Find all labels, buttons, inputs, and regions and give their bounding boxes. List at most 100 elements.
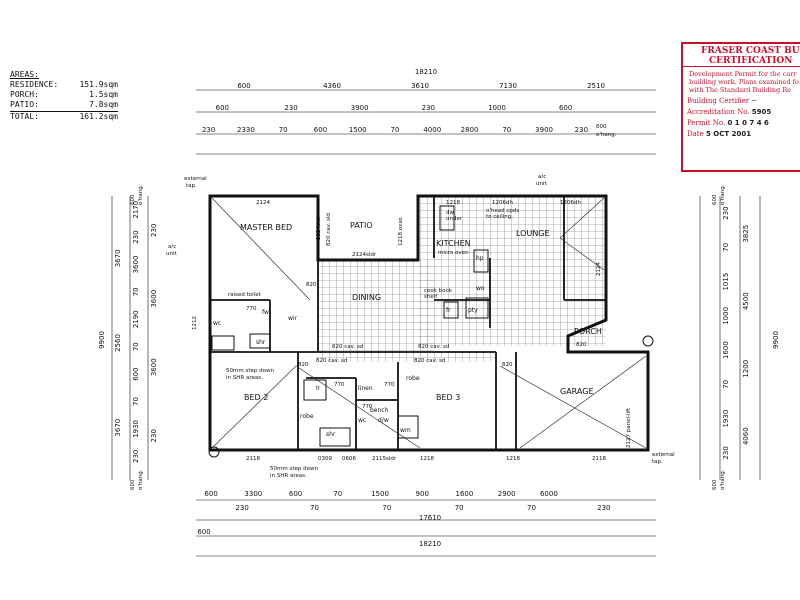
dim-right-r1: 1200 — [742, 360, 750, 378]
dim-bottom-r1: 1500 — [371, 490, 389, 498]
note-dw: dw — [446, 210, 454, 216]
note-cav-4: 820 cav. sd — [414, 358, 445, 364]
fr-label: fr — [446, 307, 451, 314]
dim-bottom-r1: 70 — [333, 490, 342, 498]
note-ext-tap-2: tap. — [186, 183, 197, 189]
roof-lines — [211, 197, 647, 449]
dim-left-r2: 70 — [132, 397, 140, 406]
opening-2124: 2124 — [256, 200, 270, 206]
note-panel-lift: 2127 panel-lift — [626, 407, 632, 448]
dim-right-r2: 1600 — [722, 341, 730, 359]
opening-1218: 1218 — [446, 200, 460, 206]
dim-left-r3: 3600 — [150, 290, 158, 308]
dim-top-r2: 1000 — [488, 104, 506, 112]
dim-left-r2: 600 — [132, 367, 140, 380]
dim-top-r1: 7130 — [499, 82, 517, 90]
dim-left-r2: 230 — [132, 450, 140, 463]
note-raised-toilet: raised toilet — [228, 292, 262, 298]
dim-left-r1: 2560 — [114, 334, 122, 352]
dim-left-r2: 2190 — [132, 310, 140, 328]
opening-2118b: 2118 — [592, 456, 606, 462]
note-ext-tap: external — [184, 176, 207, 182]
dim-left-total: 9900 — [98, 331, 106, 349]
opening-820b: 820 — [576, 342, 587, 348]
dim-bottom-r2: 230 — [597, 504, 610, 512]
note-ohang-br-2: o'hang. — [720, 469, 726, 490]
shr-label: shr — [256, 339, 266, 346]
note-ohead-2: to ceiling. — [486, 214, 513, 220]
dim-top-r3: 70 — [279, 126, 288, 134]
dim-right-r2: 1930 — [722, 410, 730, 428]
wo-label: wo — [476, 285, 485, 292]
opening-820d: 820 — [298, 362, 309, 368]
opening-770d: 770 — [384, 382, 395, 388]
opening-1218c: 1218 — [506, 456, 520, 462]
areas-header: AREAS: — [10, 70, 39, 79]
note-step-2b: in SHR areas. — [270, 473, 307, 479]
dim-top-r3: 230 — [202, 126, 215, 134]
wir-label: wir — [288, 315, 298, 322]
opening-0309: 0309 — [318, 456, 332, 462]
note-dw-2: under — [446, 216, 463, 222]
dim-bottom-r1: 600 — [204, 490, 217, 498]
wm-label: wm — [400, 427, 411, 434]
dim-top-total: 18210 — [415, 68, 437, 76]
dw-label: d/w — [378, 417, 389, 424]
cert-permit-no: 0 1 0 7 4 6 — [727, 119, 769, 127]
dim-top-r1: 2510 — [587, 82, 605, 90]
dim-bottom-r2: 70 — [382, 504, 391, 512]
dim-right-r1: 4060 — [742, 427, 750, 445]
note-ohang-tr: 600 — [712, 194, 718, 205]
room-master-bed: MASTER BED — [240, 223, 292, 232]
area-value: 161.2sqm — [79, 112, 118, 121]
fw-label: fw — [262, 309, 269, 316]
dim-bottom-r2: 70 — [455, 504, 464, 512]
dim-top-r3: 600 — [314, 126, 327, 134]
room-garage: GARAGE — [560, 387, 594, 396]
note-micro: micro oven — [438, 250, 469, 256]
room-dining: DINING — [352, 293, 381, 302]
opening-2124sldr: 2124sldr — [316, 215, 322, 240]
area-value: 7.8sqm — [89, 100, 118, 109]
dim-bottom-r2: 70 — [310, 504, 319, 512]
area-value: 151.9sqm — [79, 80, 118, 89]
dim-bottom-r1: 2900 — [498, 490, 516, 498]
areas-total-row: TOTAL:161.2sqm — [10, 111, 118, 122]
areas-row: RESIDENCE:151.9sqm — [10, 80, 118, 90]
dim-left-r3: 230 — [150, 224, 158, 237]
dim-left-r2: 3600 — [132, 256, 140, 274]
cert-date: Date 5 OCT 2001 — [683, 127, 800, 138]
certification-stamp: FRASER COAST BUILD CERTIFICATION Develop… — [681, 42, 800, 172]
wc-label: wc — [213, 320, 221, 327]
dim-left-r3: 230 — [150, 429, 158, 442]
note-cav-v: 820 cav. sld — [326, 213, 332, 246]
opening-2124sldr-2: 2124sldr — [352, 252, 377, 258]
dim-right-r1: 4500 — [742, 292, 750, 310]
tiled-floor — [316, 196, 606, 362]
opening-2115sldr: 2115sldr — [372, 456, 397, 462]
note-ext-tap-br: external — [652, 452, 675, 458]
opening-770c: 770 — [362, 404, 373, 410]
cert-permit: Permit No. 0 1 0 7 4 6 — [683, 116, 800, 127]
note-ac: a/c — [538, 174, 546, 180]
notes: external tap. a/c unit a/c unit raised t… — [130, 124, 726, 490]
dim-top-r1: 600 — [237, 82, 250, 90]
dim-bottom-r2: 70 — [527, 504, 536, 512]
note-ac-left-2: unit — [166, 251, 177, 257]
dim-top-r1: 4360 — [323, 82, 341, 90]
dim-top-r3: 2800 — [461, 126, 479, 134]
note-ac-left: a/c — [168, 244, 176, 250]
dim-top-r1: 3610 — [411, 82, 429, 90]
dim-right-total: 9900 — [772, 331, 780, 349]
opening-2124-r: 2124 — [596, 262, 602, 276]
dim-bottom-r1: 1600 — [456, 490, 474, 498]
hp-label: hp — [476, 255, 484, 262]
opening-1218b: 1218 — [420, 456, 434, 462]
note-ohang-top: 600 — [596, 124, 607, 130]
room-bed2: BED 2 — [244, 393, 268, 402]
area-label: PATIO: — [10, 100, 39, 109]
dim-left-r3: 3600 — [150, 358, 158, 376]
note-cav-2: 820 cav. sd — [418, 344, 449, 350]
